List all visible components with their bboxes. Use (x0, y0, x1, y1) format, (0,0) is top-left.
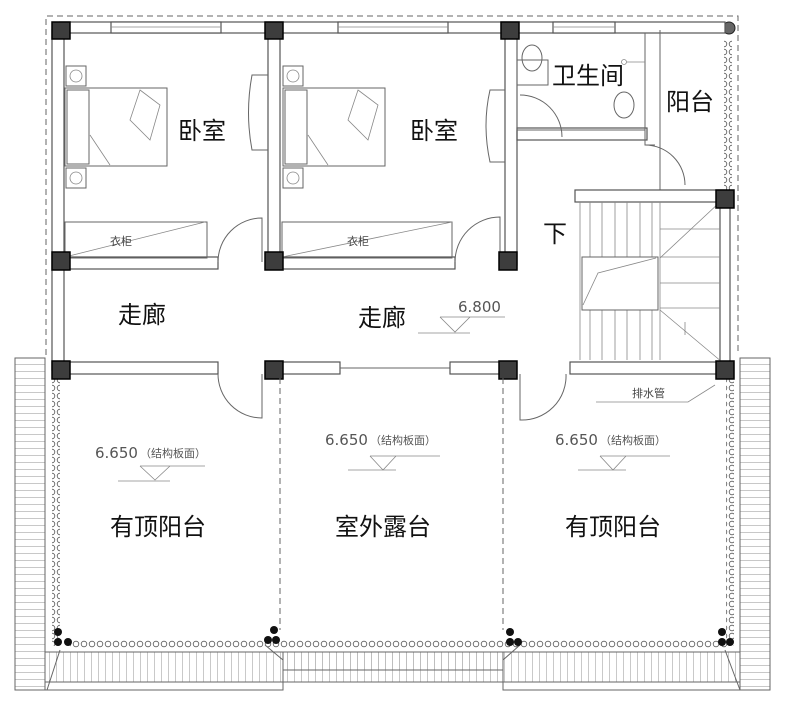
room-label-covered-balcony-left: 有顶阳台 (110, 513, 206, 541)
room-label-bathroom: 卫生间 (552, 62, 624, 90)
furniture (64, 44, 645, 259)
svg-text:6.650: 6.650 (95, 444, 138, 462)
elevation-marker-slab-right: 6.650 （结构板面） (555, 431, 670, 471)
divider-lines (279, 378, 504, 630)
room-label-covered-balcony-right: 有顶阳台 (565, 513, 661, 541)
elevation-marker-slab-middle: 6.650 （结构板面） (325, 431, 440, 471)
columns (51, 21, 735, 380)
svg-text:6.650: 6.650 (555, 431, 598, 449)
wardrobe-label-right: 衣柜 (347, 234, 369, 248)
room-label-outdoor-terrace: 室外露台 (335, 513, 431, 541)
walls (51, 21, 731, 375)
svg-text:6.800: 6.800 (458, 298, 501, 316)
room-label-bedroom-left: 卧室 (178, 117, 226, 145)
doors (217, 94, 686, 421)
stairs (579, 201, 723, 363)
room-label-balcony: 阳台 (666, 88, 714, 116)
svg-text:（结构板面）: （结构板面） (600, 433, 666, 447)
svg-text:（结构板面）: （结构板面） (140, 446, 206, 460)
svg-text:（结构板面）: （结构板面） (370, 433, 436, 447)
room-label-corridor-left: 走廊 (118, 301, 166, 329)
room-label-bedroom-right: 卧室 (410, 117, 458, 145)
outer-boundary (45, 15, 739, 355)
balcony-railing (14, 21, 771, 691)
svg-text:6.650: 6.650 (325, 431, 368, 449)
elevation-marker-corridor: 6.800 (418, 298, 505, 334)
elevation-marker-slab-left: 6.650 （结构板面） (95, 444, 206, 482)
stairs-down-label: 下 (543, 220, 567, 248)
wardrobe-label-left: 衣柜 (110, 234, 132, 248)
drain-pipe-label: 排水管 (632, 386, 665, 400)
room-label-corridor-right: 走廊 (358, 304, 406, 332)
